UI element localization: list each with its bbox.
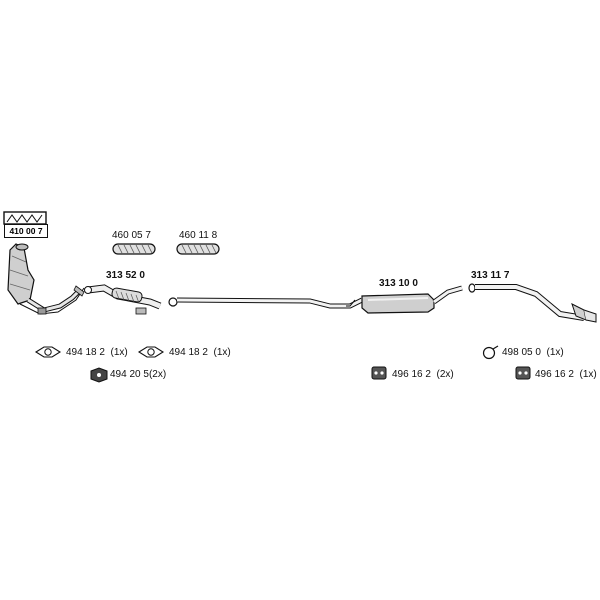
hardware-label: 494 18 2 (1x) [169, 347, 231, 358]
hardware-code: 496 16 2 [392, 369, 431, 380]
gasket-icon [137, 346, 165, 358]
part-number-middle-silencer: 313 10 0 [379, 278, 418, 289]
hardware-code: 494 18 2 [66, 347, 105, 358]
intermediate-pipe [168, 297, 364, 309]
hardware-qty: (1x) [213, 347, 231, 358]
ring-clamp-icon [482, 345, 499, 360]
part-number-front-pipe: 313 52 0 [106, 270, 145, 281]
rubber-hanger-icon [515, 366, 531, 380]
middle-silencer [346, 285, 463, 314]
hardware-code: 496 16 2 [535, 369, 574, 380]
rear-pipe [468, 283, 597, 323]
rubber-hanger-icon [371, 366, 387, 380]
hardware-label: 496 16 2 (1x) [535, 369, 597, 380]
hardware-label: 494 18 2 (1x) [66, 347, 128, 358]
hardware-label: 494 20 5(2x) [110, 369, 166, 380]
hardware-code: 494 20 5 [110, 369, 149, 380]
hardware-label: 498 05 0 (1x) [502, 347, 564, 358]
front-pipe [84, 284, 162, 315]
flex-pipe-460-05-7 [112, 243, 156, 255]
rubber-mount-icon [90, 367, 108, 383]
part-number-flex-2: 460 11 8 [179, 230, 218, 241]
hardware-qty: (1x) [579, 369, 597, 380]
hardware-label: 496 16 2 (2x) [392, 369, 454, 380]
hardware-code: 498 05 0 [502, 347, 541, 358]
kit-part-number: 410 00 7 [4, 224, 48, 238]
hardware-qty: (2x) [436, 369, 454, 380]
hardware-qty: (2x) [148, 369, 167, 380]
catalytic-converter [7, 243, 85, 315]
kit-box-icon [3, 211, 47, 225]
gasket-icon [34, 346, 62, 358]
hardware-qty: (1x) [110, 347, 128, 358]
part-number-rear-pipe: 313 11 7 [471, 270, 510, 281]
hardware-code: 494 18 2 [169, 347, 208, 358]
hardware-qty: (1x) [546, 347, 564, 358]
part-number-flex-1: 460 05 7 [112, 230, 151, 241]
flex-pipe-460-11-8 [176, 243, 220, 255]
